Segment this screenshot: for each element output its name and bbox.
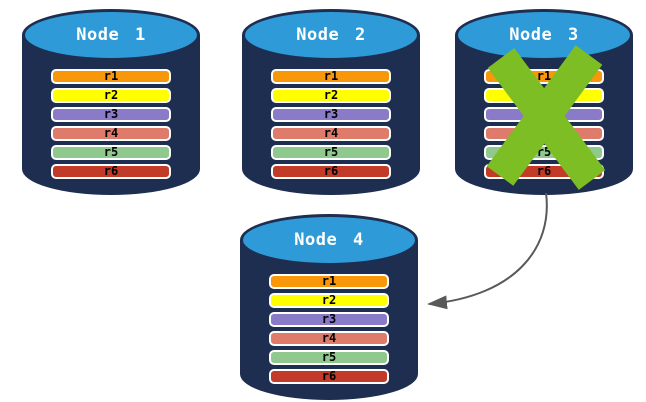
row-label: r2 [323, 88, 339, 102]
row-label: r3 [536, 107, 552, 121]
row-label: r6 [323, 164, 339, 178]
node-1: Node 1 r1 r2 r3 r4 r5 r6 [22, 9, 200, 195]
row-label: r5 [536, 145, 552, 159]
row-label: r3 [103, 107, 119, 121]
node-1-rows: r1 r2 r3 r4 r5 r6 [51, 69, 171, 179]
row-label: r1 [103, 69, 119, 83]
node-4-title: Node 4 [294, 230, 364, 250]
node-2-row-r5: r5 [271, 145, 391, 160]
row-label: r6 [536, 164, 552, 178]
row-label: r4 [103, 126, 119, 140]
row-label: r6 [103, 164, 119, 178]
node-1-row-r1: r1 [51, 69, 171, 84]
node-2-row-r2: r2 [271, 88, 391, 103]
node-3-row-r3: r3 [484, 107, 604, 122]
node-3-row-r5: r5 [484, 145, 604, 160]
node-1-row-r2: r2 [51, 88, 171, 103]
node-4-row-r6: r6 [269, 369, 389, 384]
row-label: r4 [536, 126, 552, 140]
row-label: r1 [536, 69, 552, 83]
node-3-title: Node 3 [509, 25, 579, 45]
node-1-cylinder-top: Node 1 [22, 9, 200, 61]
node-2-row-r4: r4 [271, 126, 391, 141]
row-label: r2 [103, 88, 119, 102]
row-label: r5 [323, 145, 339, 159]
node-3-rows: r1 r2 r3 r4 r5 r6 [484, 69, 604, 179]
node-4: Node 4 r1 r2 r3 r4 r5 r6 [240, 214, 418, 400]
node-1-row-r4: r4 [51, 126, 171, 141]
row-label: r1 [321, 274, 337, 288]
row-label: r1 [323, 69, 339, 83]
row-label: r4 [321, 331, 337, 345]
row-label: r6 [321, 369, 337, 383]
row-label: r2 [536, 88, 552, 102]
node-2-cylinder-top: Node 2 [242, 9, 420, 61]
node-1-title: Node 1 [76, 25, 146, 45]
node-1-row-r6: r6 [51, 164, 171, 179]
node-3-row-r4: r4 [484, 126, 604, 141]
node-3-row-r1: r1 [484, 69, 604, 84]
node-3-row-r6: r6 [484, 164, 604, 179]
node-1-row-r3: r3 [51, 107, 171, 122]
node-2-row-r3: r3 [271, 107, 391, 122]
node-3: Node 3 r1 r2 r3 r4 r5 r6 [455, 9, 633, 195]
failover-arrow [427, 192, 548, 310]
node-3-row-r2: r2 [484, 88, 604, 103]
node-4-row-r4: r4 [269, 331, 389, 346]
node-4-row-r5: r5 [269, 350, 389, 365]
row-label: r3 [323, 107, 339, 121]
node-2-row-r6: r6 [271, 164, 391, 179]
row-label: r5 [103, 145, 119, 159]
node-3-cylinder-top: Node 3 [455, 9, 633, 61]
row-label: r5 [321, 350, 337, 364]
node-2-title: Node 2 [296, 25, 366, 45]
node-2-rows: r1 r2 r3 r4 r5 r6 [271, 69, 391, 179]
node-4-row-r2: r2 [269, 293, 389, 308]
node-1-row-r5: r5 [51, 145, 171, 160]
node-4-cylinder-top: Node 4 [240, 214, 418, 266]
node-4-row-r3: r3 [269, 312, 389, 327]
row-label: r2 [321, 293, 337, 307]
node-2: Node 2 r1 r2 r3 r4 r5 r6 [242, 9, 420, 195]
node-2-row-r1: r1 [271, 69, 391, 84]
node-4-row-r1: r1 [269, 274, 389, 289]
row-label: r3 [321, 312, 337, 326]
row-label: r4 [323, 126, 339, 140]
node-4-rows: r1 r2 r3 r4 r5 r6 [269, 274, 389, 384]
